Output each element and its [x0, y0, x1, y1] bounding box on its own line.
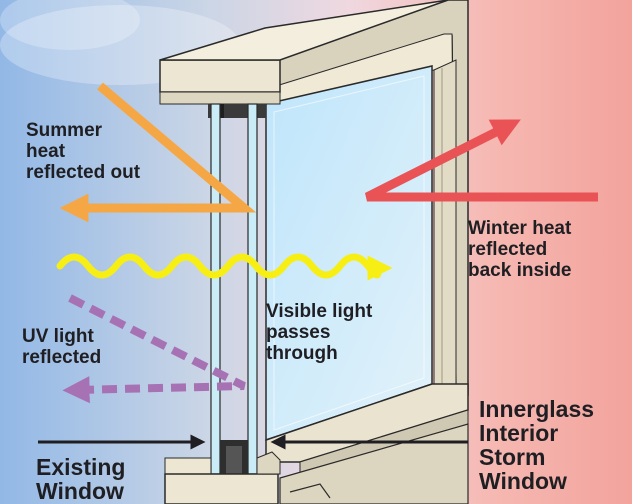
visible-light-label: Visible light passes through	[266, 301, 373, 364]
winter-heat-label: Winter heat reflected back inside	[468, 218, 572, 281]
winter-heat-arrow	[364, 119, 598, 202]
innerglass-pane	[247, 103, 258, 475]
cloud	[0, 0, 140, 50]
existing-glass	[210, 103, 221, 475]
existing-window-label: Existing Window	[36, 454, 126, 504]
summer-heat-arrow	[59, 82, 257, 223]
bottom-block	[164, 451, 281, 504]
pane-reflection	[273, 75, 425, 431]
uv-light-arrow	[62, 294, 246, 404]
visible-light-wave	[56, 253, 382, 279]
summer-heat-label: Summer heat reflected out	[26, 120, 141, 183]
uv-light-label: UV light reflected	[22, 326, 102, 368]
innerglass-label: Innerglass Interior Storm Window	[479, 396, 595, 494]
